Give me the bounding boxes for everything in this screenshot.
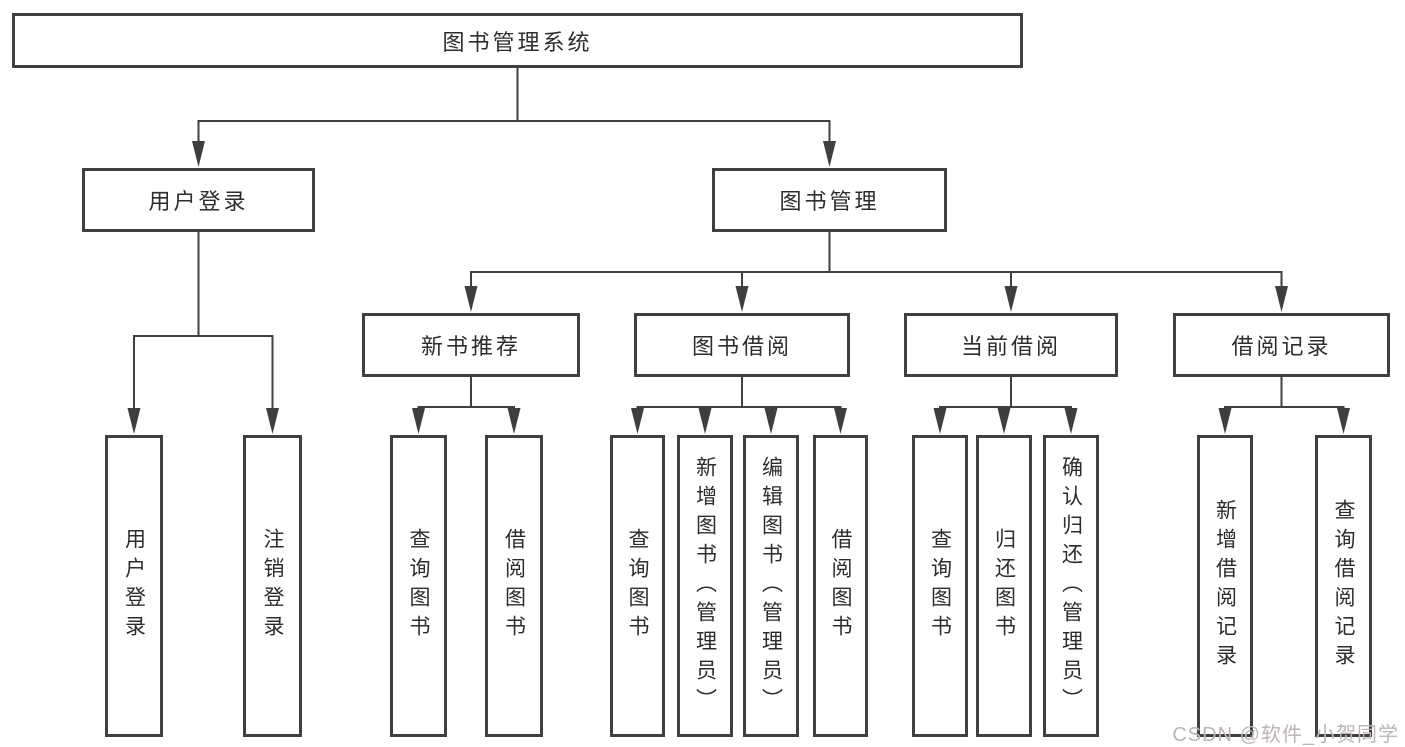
leaf-current-confirm: 确认归还（管理员） xyxy=(1043,435,1099,737)
connector-new-books-split xyxy=(412,377,521,434)
node-new-books: 新书推荐 xyxy=(362,313,580,377)
node-borrow-records-label: 借阅记录 xyxy=(1231,334,1332,359)
node-current-borrow-label: 当前借阅 xyxy=(960,334,1061,359)
leaf-logout: 注销登录 xyxy=(243,435,302,737)
node-user-login-label: 用户登录 xyxy=(148,189,249,214)
node-current-borrow: 当前借阅 xyxy=(904,313,1118,377)
leaf-records-query-label: 查询借阅记录 xyxy=(1332,499,1355,673)
leaf-borrow-borrow-label: 借阅图书 xyxy=(829,528,852,644)
leaf-borrow-query: 查询图书 xyxy=(610,435,665,737)
node-borrow-records: 借阅记录 xyxy=(1173,313,1390,377)
leaf-records-add: 新增借阅记录 xyxy=(1197,435,1253,737)
leaf-newbooks-borrow-label: 借阅图书 xyxy=(502,528,526,644)
connector-user-login-split xyxy=(127,232,279,434)
connector-current-borrow-split xyxy=(933,377,1078,434)
leaf-user-login-label: 用户登录 xyxy=(122,528,146,644)
leaf-borrow-add: 新增图书（管理员） xyxy=(677,435,733,737)
node-book-borrow-label: 图书借阅 xyxy=(691,334,792,359)
leaf-records-query: 查询借阅记录 xyxy=(1315,435,1372,737)
leaf-borrow-edit: 编辑图书（管理员） xyxy=(743,435,799,737)
leaf-newbooks-query: 查询图书 xyxy=(390,435,447,737)
connector-root-split xyxy=(192,68,836,167)
leaf-logout-label: 注销登录 xyxy=(261,528,284,644)
leaf-current-confirm-label: 确认归还（管理员） xyxy=(1059,455,1083,717)
leaf-borrow-edit-label: 编辑图书（管理员） xyxy=(759,455,783,717)
node-user-login: 用户登录 xyxy=(82,168,315,232)
leaf-borrow-borrow: 借阅图书 xyxy=(813,435,868,737)
node-new-books-label: 新书推荐 xyxy=(420,334,521,359)
leaf-newbooks-borrow: 借阅图书 xyxy=(485,435,543,737)
leaf-current-query: 查询图书 xyxy=(912,435,968,737)
leaf-current-return: 归还图书 xyxy=(976,435,1032,737)
leaf-borrow-query-label: 查询图书 xyxy=(626,528,649,644)
node-book-mgmt-label: 图书管理 xyxy=(779,189,880,214)
leaf-newbooks-query-label: 查询图书 xyxy=(407,528,430,644)
connector-book-borrow-split xyxy=(631,377,847,434)
leaf-records-add-label: 新增借阅记录 xyxy=(1213,499,1237,673)
csdn-watermark: CSDN @软件_小贺同学 xyxy=(1172,724,1399,746)
leaf-user-login: 用户登录 xyxy=(105,435,163,737)
node-root: 图书管理系统 xyxy=(12,13,1023,68)
leaf-current-return-label: 归还图书 xyxy=(992,528,1016,644)
leaf-borrow-add-label: 新增图书（管理员） xyxy=(693,455,717,717)
node-book-mgmt: 图书管理 xyxy=(712,168,947,232)
node-book-borrow: 图书借阅 xyxy=(634,313,850,377)
node-root-label: 图书管理系统 xyxy=(442,29,593,55)
connector-book-mgmt-split xyxy=(464,232,1288,312)
connector-borrow-records-split xyxy=(1218,377,1350,434)
leaf-current-query-label: 查询图书 xyxy=(928,528,952,644)
